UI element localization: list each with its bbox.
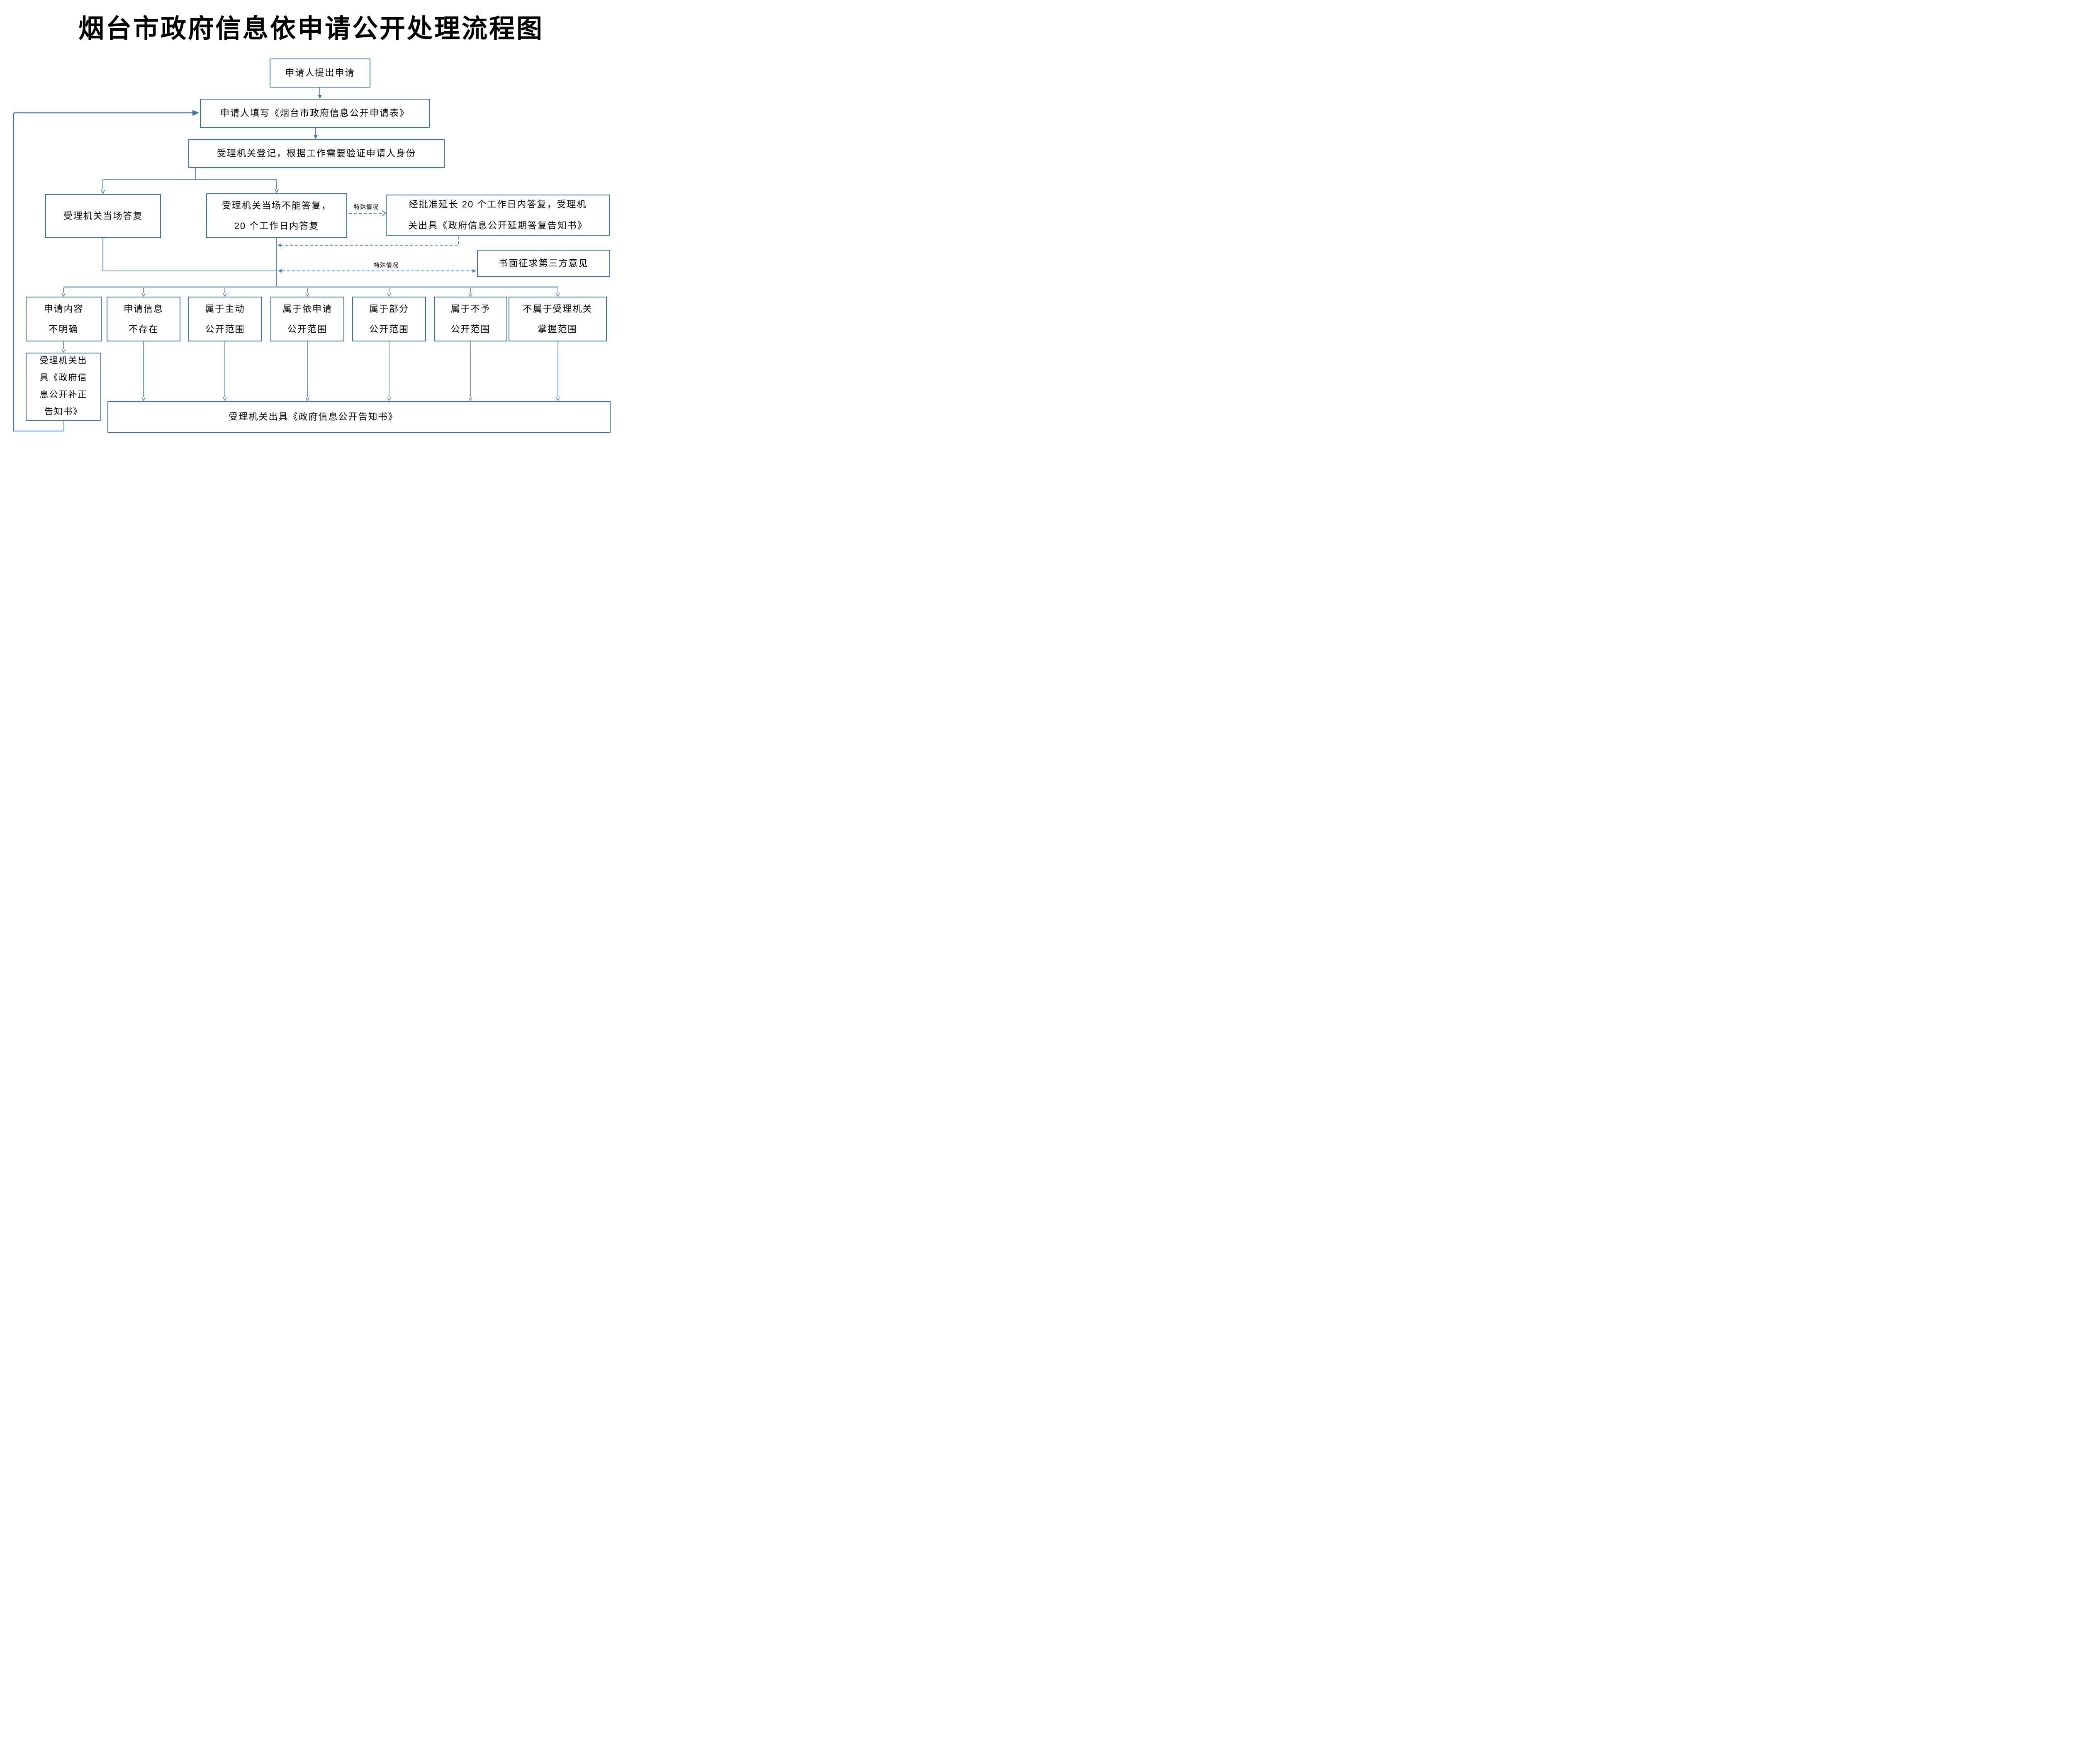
node-proactive-scope: 属于主动 公开范围 — [188, 297, 262, 341]
flowchart-canvas: 烟台市政府信息依申请公开处理流程图 申请人提出申请 申请人填写《烟台市政府信息公… — [0, 0, 622, 441]
arrow-extend-return — [278, 243, 281, 247]
node-on-request-scope: 属于依申请 公开范围 — [270, 297, 344, 341]
edge-bar-drops — [61, 288, 560, 297]
edge-unclear-to-amend — [61, 341, 66, 353]
edge-extend-return-dashed — [281, 236, 459, 246]
arrow-apply-form — [318, 95, 322, 99]
edge-branches-merge — [102, 238, 277, 287]
node-disclosure-notice: 受理机关出具《政府信息公开告知书》 — [107, 401, 611, 433]
arrow-extend — [382, 210, 387, 216]
page-title: 烟台市政府信息依申请公开处理流程图 — [78, 15, 544, 43]
edge-label-special-case-2: 特殊情况 — [374, 262, 399, 268]
arrow-to-cannot — [275, 189, 279, 193]
node-content-unclear: 申请内容 不明确 — [26, 297, 102, 341]
node-third-party: 书面征求第三方意见 — [477, 250, 610, 277]
arrow-feedback-form — [192, 110, 199, 116]
edge-feedback-loop — [13, 112, 192, 432]
connector-lines — [13, 88, 560, 432]
node-onspot-reply: 受理机关当场答复 — [45, 194, 161, 238]
arrow-form-register — [314, 135, 318, 139]
arrow-third-left — [278, 269, 282, 273]
node-not-open-scope: 属于不予 公开范围 — [434, 297, 507, 341]
edge-category-drops — [141, 341, 560, 401]
node-not-held: 不属于受理机关 掌握范围 — [509, 297, 607, 341]
edge-register-split — [102, 168, 277, 190]
edge-label-special-case-1: 特殊情况 — [354, 204, 379, 210]
arrow-to-onspot — [101, 190, 105, 194]
node-info-nonexistent: 申请信息 不存在 — [107, 297, 180, 341]
node-partial-scope: 属于部分 公开范围 — [352, 297, 426, 341]
node-form: 申请人填写《烟台市政府信息公开申请表》 — [200, 99, 430, 128]
node-cannot-reply: 受理机关当场不能答复， 20 个工作日内答复 — [206, 193, 347, 238]
node-amend-notice: 受理机关出 具《政府信 息公开补正 告知书》 — [26, 353, 101, 421]
node-register: 受理机关登记，根据工作需要验证申请人身份 — [188, 139, 445, 168]
node-extend-reply: 经批准延长 20 个工作日内答复，受理机 关出具《政府信息公开延期答复告知书》 — [386, 195, 610, 236]
arrow-third-right — [472, 269, 476, 273]
node-apply: 申请人提出申请 — [270, 58, 370, 88]
